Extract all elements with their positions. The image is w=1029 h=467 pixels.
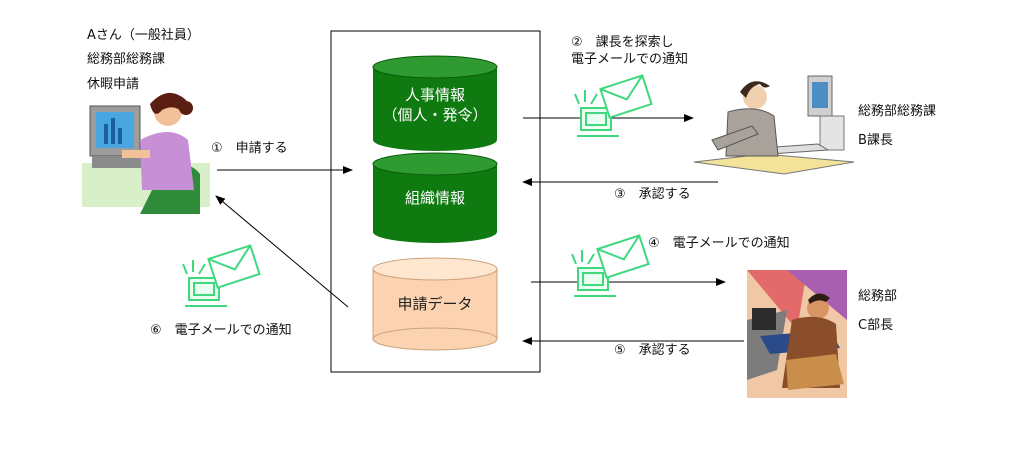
application-data-label: 申請データ [397,295,473,313]
manager-c-name: C部長 [858,318,894,333]
manager-b-name: B課長 [858,133,893,148]
manager-c-department: 総務部 [858,289,898,304]
org-database-cylinder [372,152,498,243]
step5-label: ⑤ 承認する [614,343,691,358]
hr-database-label: 人事情報 （個人・発令） [373,85,497,125]
arrow-step6 [215,195,349,308]
manager-b-clipart [693,75,855,175]
applicant-request-type: 休暇申請 [87,77,140,92]
applicant-department: 総務部総務課 [87,52,166,67]
hr-database-label-line1: 人事情報 [404,86,465,104]
step1-label: ① 申請する [211,141,288,156]
hr-database-cylinder [372,55,498,151]
employee-a-clipart [82,92,210,214]
step2-label-line2: 電子メールでの通知 [571,52,689,67]
hr-database-label-line2: （個人・発令） [382,106,488,124]
manager-c-clipart [747,270,847,398]
org-database-label: 組織情報 [404,189,465,207]
mail-computer-icon-1 [574,74,653,137]
mail-computer-icon-2 [571,234,650,297]
step4-label: ④ 電子メールでの通知 [648,236,790,251]
manager-b-department: 総務部総務課 [858,104,937,119]
step2-label-line1: ② 課長を探索し [571,35,674,50]
mail-computer-icon-3 [182,244,261,307]
application-data-cylinder [372,257,498,351]
applicant-name: Aさん（一般社員） [87,28,200,43]
step3-label: ③ 承認する [614,187,691,202]
step6-label: ⑥ 電子メールでの通知 [150,323,292,338]
